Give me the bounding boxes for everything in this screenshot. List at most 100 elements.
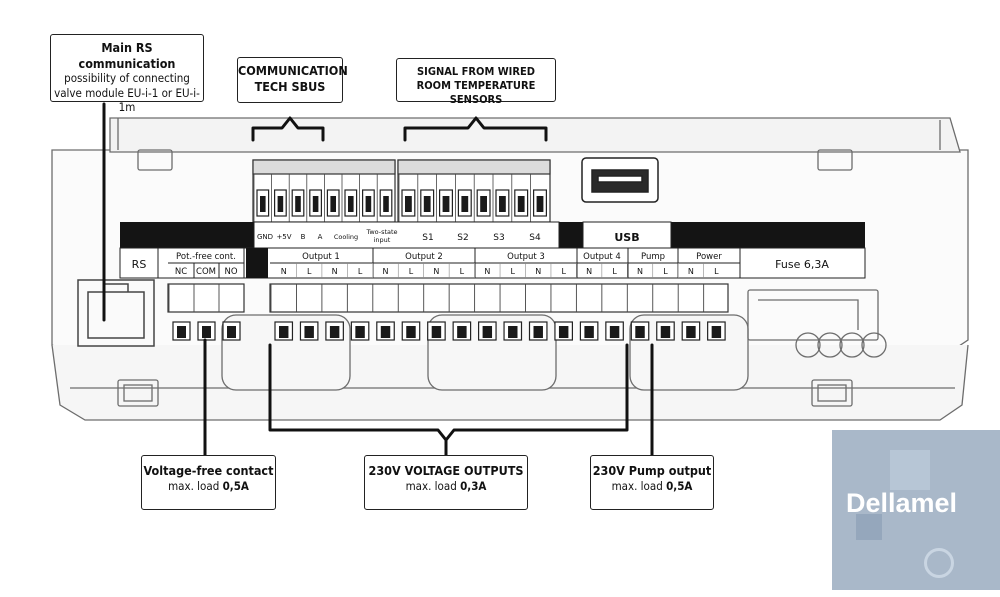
- callout-pump-title: 230V Pump output: [592, 463, 712, 478]
- label-l: L: [460, 267, 465, 276]
- callout-sbus: COMMUNICATION TECH SBUS: [237, 57, 348, 103]
- label-l: L: [409, 267, 414, 276]
- label-n: N: [637, 267, 643, 276]
- label-l: L: [358, 267, 363, 276]
- label-n: N: [383, 267, 389, 276]
- terminal-screw: [405, 196, 412, 212]
- terminal-screw: [295, 196, 301, 212]
- label-s3: S3: [493, 233, 504, 243]
- label-cooling: Cooling: [334, 233, 358, 241]
- lower-terminal-slots: [168, 284, 726, 341]
- terminal-screw: [279, 326, 289, 338]
- label-l: L: [511, 267, 516, 276]
- rs-socket: [77, 279, 155, 347]
- label-twostate-1: Two-state: [365, 228, 397, 236]
- label-power: Power: [696, 252, 722, 262]
- label-twostate-2: input: [374, 236, 391, 244]
- terminal-screw: [365, 196, 372, 212]
- callout-signal: SIGNAL FROM WIRED ROOM TEMPERATURE SENSO…: [396, 58, 556, 106]
- watermark-circle-decoration: [924, 548, 954, 578]
- label-potfree: Pot.-free cont.: [176, 252, 236, 262]
- callout-rs-title: Main RS communication: [78, 40, 176, 71]
- label-n: N: [688, 267, 694, 276]
- terminal-screw: [383, 196, 389, 212]
- terminal-screw: [329, 326, 340, 338]
- terminal-screw: [330, 196, 336, 212]
- terminal-screw: [177, 326, 186, 338]
- callout-pump-load: max. load 0,5A: [591, 479, 713, 493]
- terminal-screw: [536, 196, 544, 212]
- label-n: N: [332, 267, 338, 276]
- terminal-screw: [260, 196, 266, 212]
- label-output3: Output 3: [507, 252, 545, 262]
- callout-vfree-title: Voltage-free contact: [143, 463, 274, 478]
- terminal-screw: [635, 326, 645, 338]
- watermark-text: Dellamel: [846, 488, 958, 518]
- label-output1: Output 1: [302, 252, 340, 262]
- label-n: N: [281, 267, 287, 276]
- label-no: NO: [224, 267, 237, 277]
- watermark: Dellamel: [832, 430, 1000, 590]
- callout-pump-value: 0,5A: [666, 478, 693, 493]
- terminal-screw: [202, 326, 211, 338]
- callout-outputs: 230V VOLTAGE OUTPUTS max. load 0,3A: [364, 455, 528, 510]
- label-s4: S4: [529, 233, 541, 243]
- terminal-screw: [312, 196, 319, 212]
- callout-outputs-prefix: max. load: [405, 478, 457, 493]
- terminal-screw: [558, 326, 569, 338]
- terminal-screw: [348, 196, 354, 212]
- label-l: L: [714, 267, 719, 276]
- callout-rs-line2: valve module EU-i-1 or EU-i-1m: [54, 85, 200, 114]
- terminal-screw: [609, 326, 620, 338]
- terminal-screw: [431, 326, 442, 338]
- callout-pump: 230V Pump output max. load 0,5A: [590, 455, 714, 510]
- label-fuse: Fuse 6,3A: [775, 258, 829, 271]
- terminal-screw: [442, 196, 450, 212]
- upper-terminal-slots: [253, 174, 547, 222]
- callout-rs: Main RS communication possibility of con…: [50, 34, 204, 114]
- label-usb: USB: [614, 231, 639, 244]
- label-a: A: [318, 233, 323, 241]
- terminal-screw: [277, 196, 284, 212]
- callout-vfree-load: max. load 0,5A: [142, 479, 275, 493]
- terminal-screw: [508, 326, 518, 338]
- terminal-screw: [227, 326, 236, 338]
- callout-outputs-value: 0,3A: [460, 478, 487, 493]
- usb-port: [581, 157, 659, 203]
- terminal-screw: [686, 326, 696, 338]
- label-s1: S1: [422, 233, 433, 243]
- callout-signal-line1: SIGNAL FROM WIRED: [417, 65, 535, 78]
- label-l: L: [663, 267, 668, 276]
- terminal-screw: [517, 196, 525, 212]
- terminal-screw: [660, 326, 671, 338]
- callout-sbus-line1: COMMUNICATION: [238, 63, 348, 78]
- callout-connectors: [102, 102, 654, 457]
- terminal-screw: [480, 196, 487, 212]
- label-nc: NC: [175, 267, 187, 277]
- label-l: L: [612, 267, 617, 276]
- terminal-screw: [584, 326, 594, 338]
- callout-voltage-free: Voltage-free contact max. load 0,5A: [141, 455, 276, 510]
- label-output2: Output 2: [405, 252, 443, 262]
- label-l: L: [561, 267, 566, 276]
- terminal-screw: [482, 326, 493, 338]
- label-gnd: GND: [257, 233, 273, 241]
- terminal-screw: [406, 326, 416, 338]
- terminal-screw: [355, 326, 365, 338]
- label-n: N: [433, 267, 439, 276]
- callout-signal-line2: ROOM TEMPERATURE SENSORS: [416, 78, 536, 106]
- label-rs: RS: [132, 258, 147, 271]
- label-n: N: [535, 267, 541, 276]
- callout-outputs-title: 230V VOLTAGE OUTPUTS: [368, 463, 524, 478]
- terminal-screw: [461, 196, 469, 212]
- terminal-screw: [499, 196, 506, 212]
- terminal-screw: [380, 326, 391, 338]
- terminal-screw: [457, 326, 467, 338]
- terminal-screw: [423, 196, 431, 212]
- callout-vfree-prefix: max. load: [168, 478, 220, 493]
- label-l: L: [307, 267, 312, 276]
- label-output4: Output 4: [583, 252, 621, 262]
- lower-terminal-block: [167, 283, 729, 313]
- callout-rs-line1: possibility of connecting: [64, 71, 190, 86]
